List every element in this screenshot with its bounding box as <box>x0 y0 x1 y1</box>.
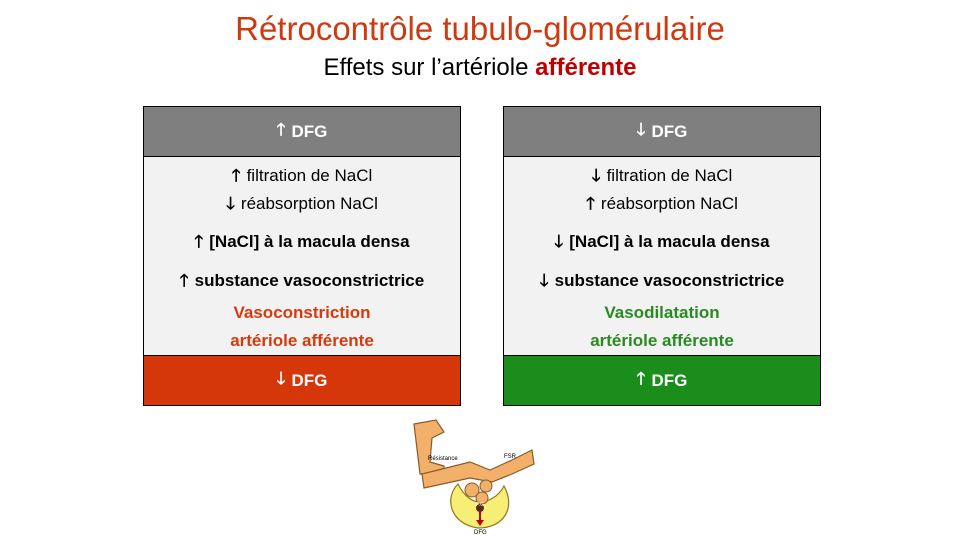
slide-subtitle: Effets sur l’artériole afférente <box>0 54 960 82</box>
capillary-loop <box>475 491 489 505</box>
effect-text: substance vasoconstrictrice <box>554 271 785 290</box>
up-arrow-icon: 🡑 <box>586 194 595 213</box>
effect-line: 🡑 réabsorption NaCl <box>504 191 820 220</box>
capillary-loop <box>464 482 480 498</box>
panel-body: 🡓 filtration de NaCl 🡑 réabsorption NaCl 🡓… <box>504 157 820 357</box>
effect-line: 🡑 [NaCl] à la macula densa <box>144 229 460 258</box>
panel-header: 🡑 DFG <box>144 107 460 157</box>
pg-label: P.G <box>476 502 484 508</box>
effect-line: 🡑 filtration de NaCl <box>144 163 460 192</box>
footer-label: DFG <box>651 370 688 390</box>
fsr-label: FSR <box>504 454 517 460</box>
effect-text: substance vasoconstrictrice <box>194 271 425 290</box>
effect-text: [NaCl] à la macula densa <box>569 232 770 251</box>
result-line-2: artériole afférente <box>590 331 734 350</box>
filtration-arrowhead <box>476 520 484 526</box>
up-arrow-icon: 🡑 <box>179 271 189 290</box>
dfg-label: DFG <box>474 530 487 536</box>
up-arrow-icon: 🡑 <box>636 369 646 388</box>
down-arrow-icon: 🡓 <box>636 120 646 139</box>
result-line-2: artériole afférente <box>230 331 374 350</box>
capillary-loop <box>479 479 493 493</box>
effect-text: réabsorption NaCl <box>240 194 378 213</box>
effect-text: filtration de NaCl <box>246 166 373 185</box>
up-arrow-icon: 🡑 <box>194 232 204 251</box>
down-arrow-icon: 🡓 <box>591 166 601 185</box>
panel-footer: 🡑 DFG <box>504 355 820 405</box>
pressure-dot <box>476 504 484 512</box>
effect-line: 🡓 [NaCl] à la macula densa <box>504 229 820 258</box>
panel-decrease-dfg: 🡓 DFG 🡓 filtration de NaCl 🡑 réabsorption … <box>503 106 821 406</box>
up-arrow-icon: 🡑 <box>276 120 286 139</box>
resistance-label: Résistance <box>428 456 458 462</box>
subtitle-emphasis: afférente <box>535 54 637 81</box>
result-line-1: Vasoconstriction <box>233 303 371 322</box>
effect-line: 🡓 substance vasoconstrictrice <box>504 268 820 297</box>
header-label: DFG <box>291 121 328 141</box>
effect-text: filtration de NaCl <box>606 166 733 185</box>
glomerulus-diagram: Résistance FSR P.G DFG <box>400 412 560 540</box>
panel-footer: 🡓 DFG <box>144 355 460 405</box>
header-label: DFG <box>651 121 688 141</box>
panel-increase-dfg: 🡑 DFG 🡑 filtration de NaCl 🡓 réabsorption … <box>143 106 461 406</box>
up-arrow-icon: 🡑 <box>231 166 241 185</box>
down-arrow-icon: 🡓 <box>554 232 564 251</box>
panel-body: 🡑 filtration de NaCl 🡓 réabsorption NaCl 🡑… <box>144 157 460 357</box>
subtitle-prefix: Effets sur l’artériole <box>323 54 529 81</box>
panel-header: 🡓 DFG <box>504 107 820 157</box>
arteriole-shape <box>421 449 535 489</box>
effect-text: [NaCl] à la macula densa <box>209 232 410 251</box>
effect-line: 🡓 filtration de NaCl <box>504 163 820 192</box>
effect-line: 🡑 substance vasoconstrictrice <box>144 268 460 297</box>
slide-title: Rétrocontrôle tubulo-glomérulaire <box>235 10 725 47</box>
down-arrow-icon: 🡓 <box>539 271 549 290</box>
down-arrow-icon: 🡓 <box>276 369 286 388</box>
effect-text: réabsorption NaCl <box>600 194 738 213</box>
down-arrow-icon: 🡓 <box>226 194 235 213</box>
result-line-1: Vasodilatation <box>604 303 720 322</box>
footer-label: DFG <box>291 370 328 390</box>
effect-line: 🡓 réabsorption NaCl <box>144 191 460 220</box>
